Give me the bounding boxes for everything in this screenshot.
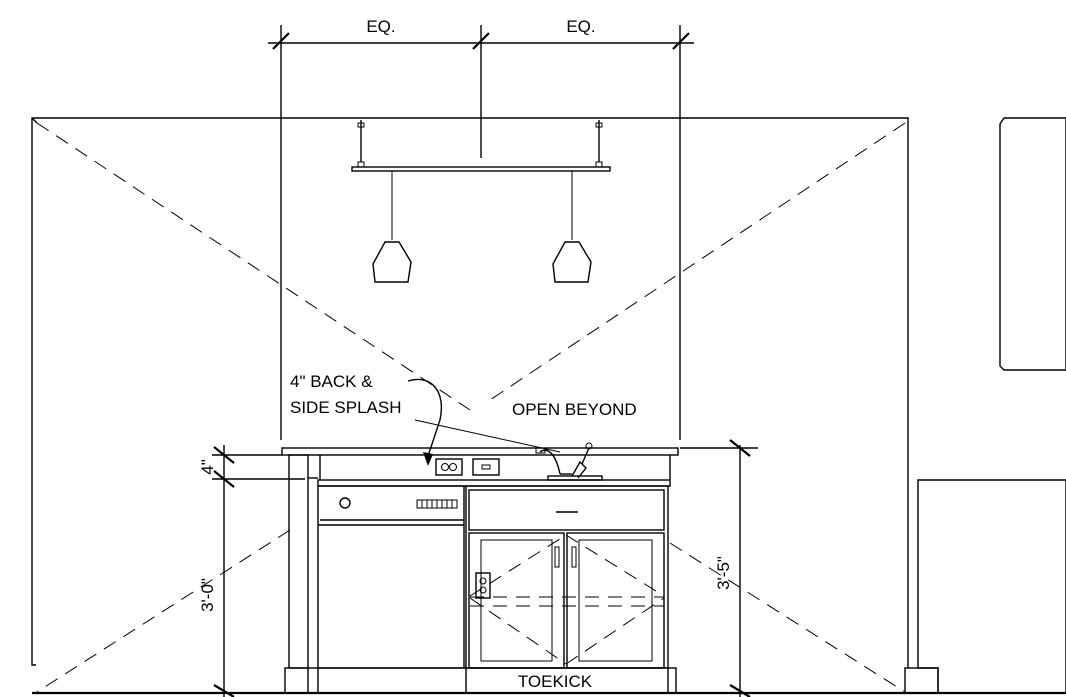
sink-base-cabinet xyxy=(465,485,669,669)
toekick: TOEKICK xyxy=(284,667,677,694)
splash-note-line1: 4" BACK & xyxy=(290,372,373,391)
backsplash-outlets xyxy=(435,458,500,476)
left-dimension-string: 4" 3'-0" xyxy=(198,445,305,697)
wall-opening xyxy=(31,117,909,693)
pendant-shade-right xyxy=(552,241,592,283)
leader-arrowhead xyxy=(423,452,433,466)
counter-height-label: 3'-0" xyxy=(198,578,217,612)
open-beyond-label: OPEN BEYOND xyxy=(512,400,637,419)
splash-height-label: 4" xyxy=(198,459,217,475)
faucet xyxy=(535,442,603,481)
dishwasher xyxy=(317,485,465,669)
right-dimension-string: 3'-5" xyxy=(680,439,758,697)
eq-dimension-string: EQ. EQ. xyxy=(268,17,694,440)
pendant-light-fixture xyxy=(351,120,611,283)
splash-leader-note: 4" BACK & SIDE SPLASH xyxy=(290,372,442,466)
pendant-shade-left xyxy=(372,241,412,283)
overall-height-label: 3'-5" xyxy=(714,556,733,590)
eq-right-label: EQ. xyxy=(566,17,595,36)
toekick-label: TOEKICK xyxy=(518,672,593,691)
splash-note-line2: SIDE SPLASH xyxy=(290,398,402,417)
hatched-wall-upper xyxy=(999,117,1066,371)
countertop xyxy=(281,447,679,669)
eq-left-label: EQ. xyxy=(366,17,395,36)
hatched-wall-lower xyxy=(904,479,1066,694)
